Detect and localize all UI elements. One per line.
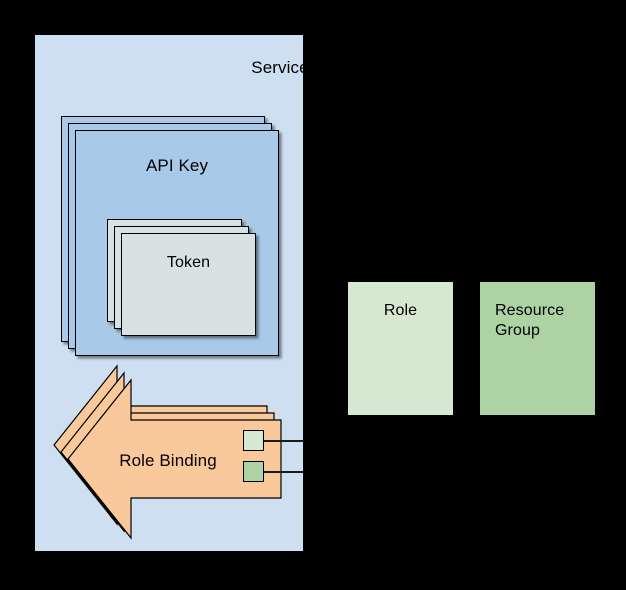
api-key-label: API Key	[145, 156, 209, 175]
token-label: Token	[166, 254, 211, 271]
token-card[interactable]	[121, 233, 256, 336]
role-label: Role	[383, 302, 418, 319]
resource-group-port-square[interactable]	[243, 461, 264, 482]
role-binding-arrow[interactable]	[67, 378, 288, 540]
role-box[interactable]	[347, 281, 454, 416]
role-port-square[interactable]	[243, 430, 264, 451]
resource-group-box[interactable]	[479, 281, 596, 416]
connector-role-binding-to-role	[264, 439, 303, 442]
resource-group-label: Resource Group	[495, 302, 565, 340]
role-binding-label: Role Binding	[119, 451, 217, 470]
connector-role-binding-to-resource-group	[264, 470, 303, 473]
service-account-label: Service Account	[251, 58, 375, 77]
